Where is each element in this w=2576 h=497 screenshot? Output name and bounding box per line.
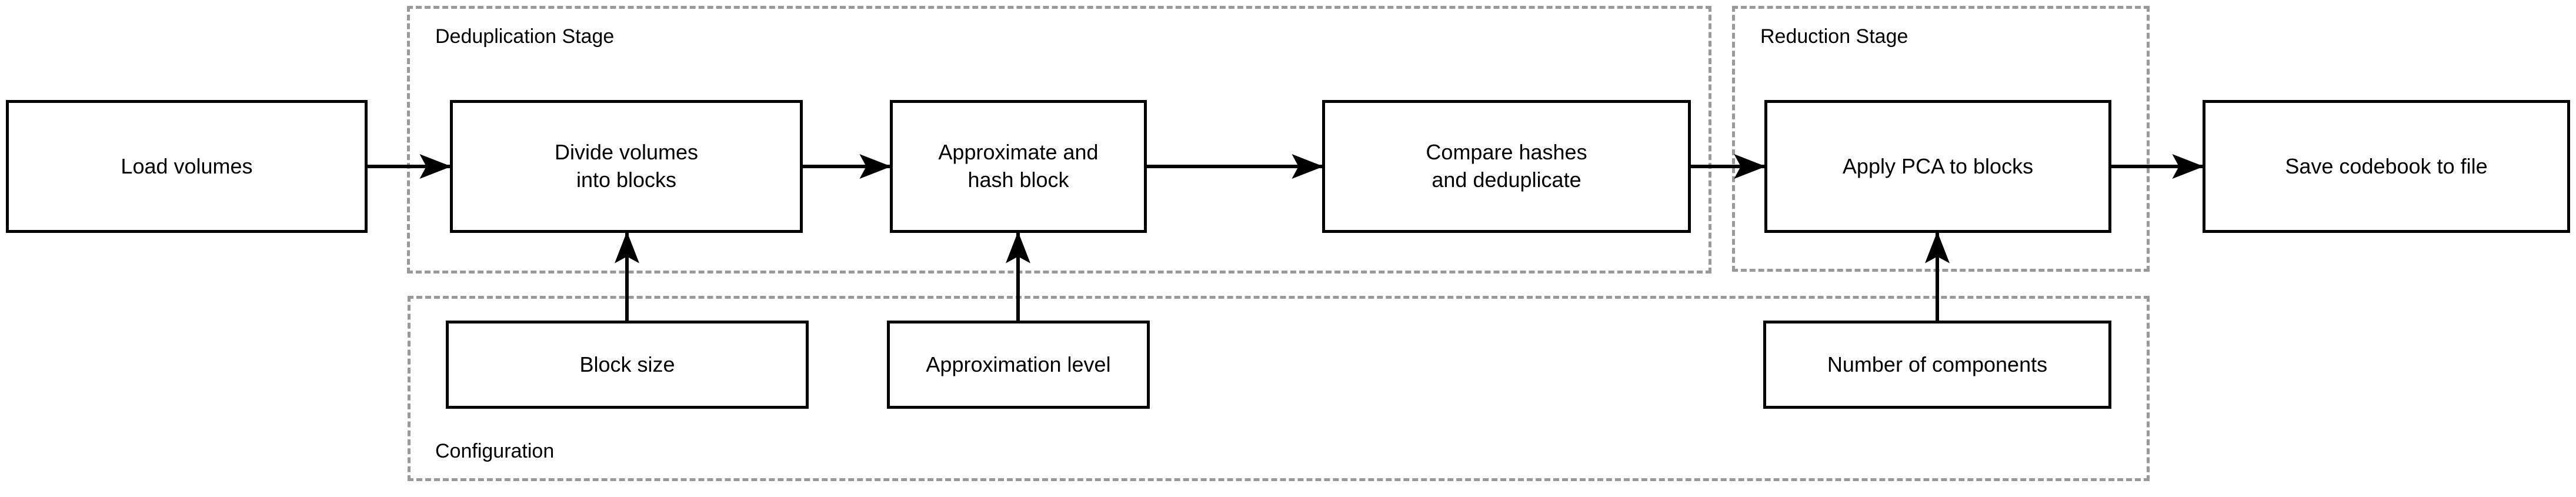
- group-configuration: [408, 296, 2150, 481]
- node-block-size[interactable]: Block size: [446, 321, 809, 409]
- node-label-block-size: Block size: [579, 352, 675, 376]
- node-number-of-components[interactable]: Number of components: [1763, 321, 2111, 409]
- node-compare-hashes-and-deduplicate[interactable]: Compare hashes and deduplicate: [1322, 100, 1691, 233]
- node-label-apply-pca-to-blocks: Apply PCA to blocks: [1842, 154, 2034, 178]
- node-label-load-volumes: Load volumes: [121, 154, 253, 178]
- node-label-compare-hashes-and-deduplicate: Compare hashes and deduplicate: [1426, 140, 1587, 192]
- node-label-save-codebook-to-file: Save codebook to file: [2285, 154, 2488, 178]
- group-reduction-stage: [1732, 6, 2150, 272]
- group-label-reduction-stage: Reduction Stage: [1760, 25, 1908, 48]
- node-label-divide-volumes-into-blocks: Divide volumes into blocks: [554, 140, 699, 192]
- node-label-approximation-level: Approximation level: [926, 352, 1111, 376]
- node-label-number-of-components: Number of components: [1827, 352, 2048, 376]
- node-save-codebook-to-file[interactable]: Save codebook to file: [2203, 100, 2570, 233]
- node-load-volumes[interactable]: Load volumes: [6, 100, 368, 233]
- node-approximate-and-hash-block[interactable]: Approximate and hash block: [890, 100, 1147, 233]
- group-label-deduplication-stage: Deduplication Stage: [435, 25, 615, 48]
- node-label-approximate-and-hash-block: Approximate and hash block: [938, 140, 1099, 192]
- group-label-configuration: Configuration: [435, 440, 555, 462]
- node-apply-pca-to-blocks[interactable]: Apply PCA to blocks: [1764, 100, 2111, 233]
- node-approximation-level[interactable]: Approximation level: [887, 321, 1150, 409]
- node-divide-volumes-into-blocks[interactable]: Divide volumes into blocks: [450, 100, 803, 233]
- group-deduplication-stage: [407, 6, 1711, 273]
